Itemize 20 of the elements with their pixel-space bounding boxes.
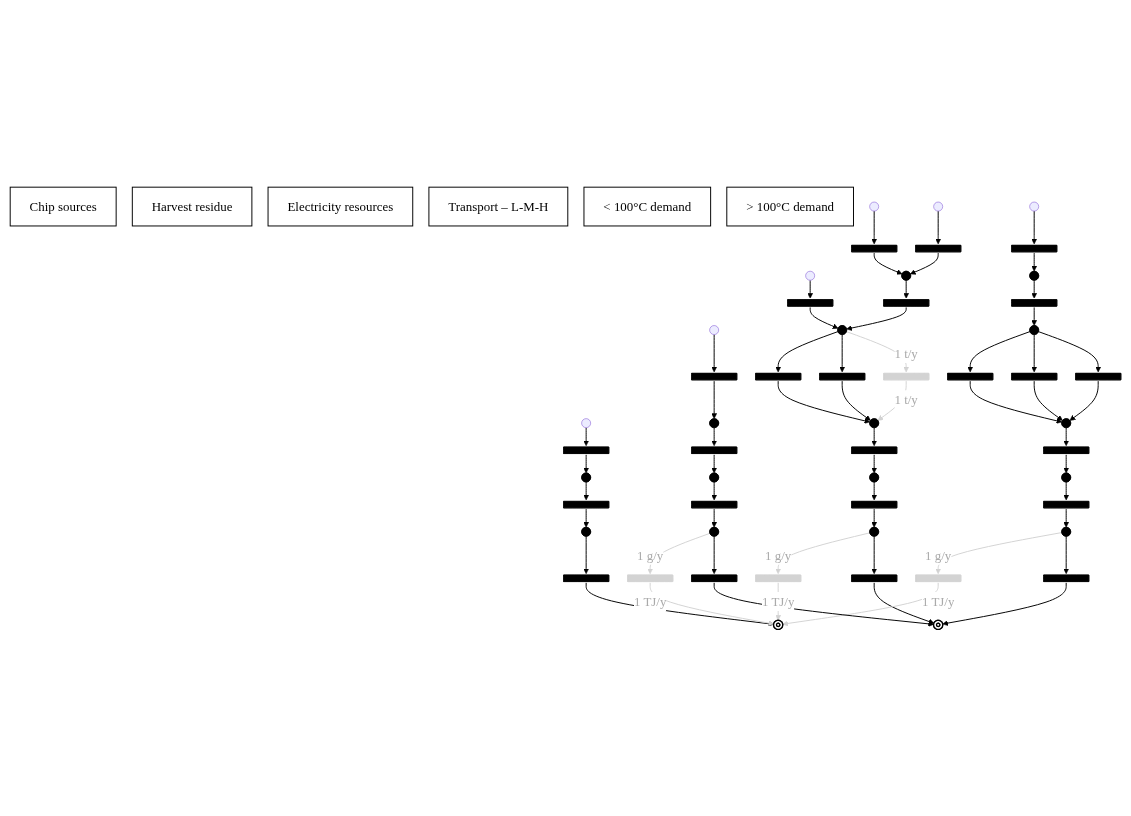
node-box: Chip sources [9,186,117,227]
edge-label: 1 g/y [637,547,664,562]
node-circle [869,201,879,212]
node-circle [709,324,719,335]
node-box: > 100°C demand [726,186,854,227]
node-circle [805,270,815,281]
edge-label: 1 TJ/y [761,594,795,609]
edge-label: 1 t/y [894,392,918,407]
edge-label: 1 g/y [765,547,792,562]
edge-label: 1 g/y [925,547,952,562]
node-circle [1029,201,1040,212]
edge-label: 1 TJ/y [921,594,955,609]
node-circle [581,418,591,428]
edge-label: 1 t/y [894,345,918,361]
edge-label: 1 TJ/y [633,594,667,609]
node-box: Electricity resources [267,186,414,227]
node-box: Harvest residue [131,186,253,227]
node-box: < 100°C demand [583,186,712,227]
node-circle [933,201,944,212]
node-box: Transport – L-M-H [428,186,569,227]
